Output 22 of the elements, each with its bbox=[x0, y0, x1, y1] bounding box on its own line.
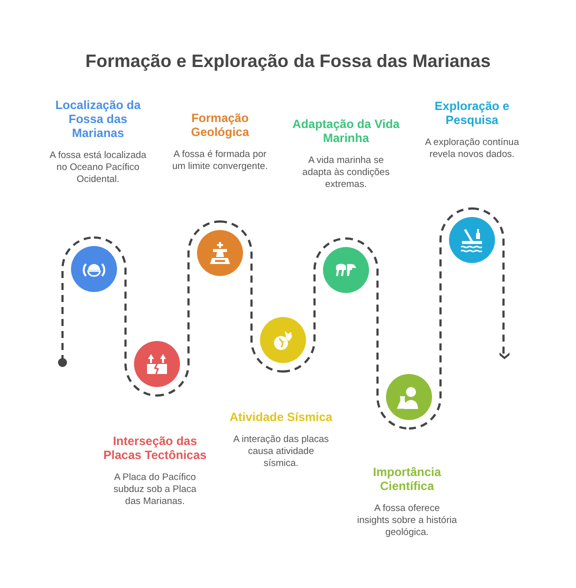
step-description: A fossa oferece insights sobre a história geológica. bbox=[356, 503, 458, 539]
dashed-path bbox=[156, 220, 220, 397]
step-title: Adaptação da Vida Marinha bbox=[291, 117, 401, 145]
step-title: Interseção das Placas Tectônicas bbox=[102, 434, 208, 462]
step-title: Formação Geológica bbox=[190, 111, 250, 139]
step-description: A Placa do Pacífico subduz sob a Placa das Marianas. bbox=[112, 472, 198, 508]
step-title: Atividade Sísmica bbox=[228, 410, 334, 424]
step-description: A interação das placas causa atividade sísmica. bbox=[232, 434, 330, 470]
dashed-path bbox=[346, 237, 410, 430]
diagram-title: Formação e Exploração da Fossa das Marianas bbox=[84, 50, 492, 73]
step-description: A fossa é formada por um limite convergente. bbox=[171, 149, 269, 173]
step-title: Localização da Fossa das Marianas bbox=[54, 98, 142, 140]
dashed-path bbox=[282, 237, 346, 373]
step-title: Exploração e Pesquisa bbox=[434, 99, 510, 127]
step-title: Importância Científica bbox=[372, 465, 442, 493]
dashed-path bbox=[408, 207, 472, 430]
dashed-path bbox=[94, 236, 158, 397]
dashed-path bbox=[472, 207, 512, 359]
dashed-path bbox=[220, 220, 284, 373]
step-description: A exploração contínua revela novos dados. bbox=[424, 137, 520, 161]
step-description: A fossa está localizada no Oceano Pacífico Ocidental. bbox=[48, 150, 148, 186]
step-description: A vida marinha se adapta às condições extremas. bbox=[301, 155, 391, 191]
